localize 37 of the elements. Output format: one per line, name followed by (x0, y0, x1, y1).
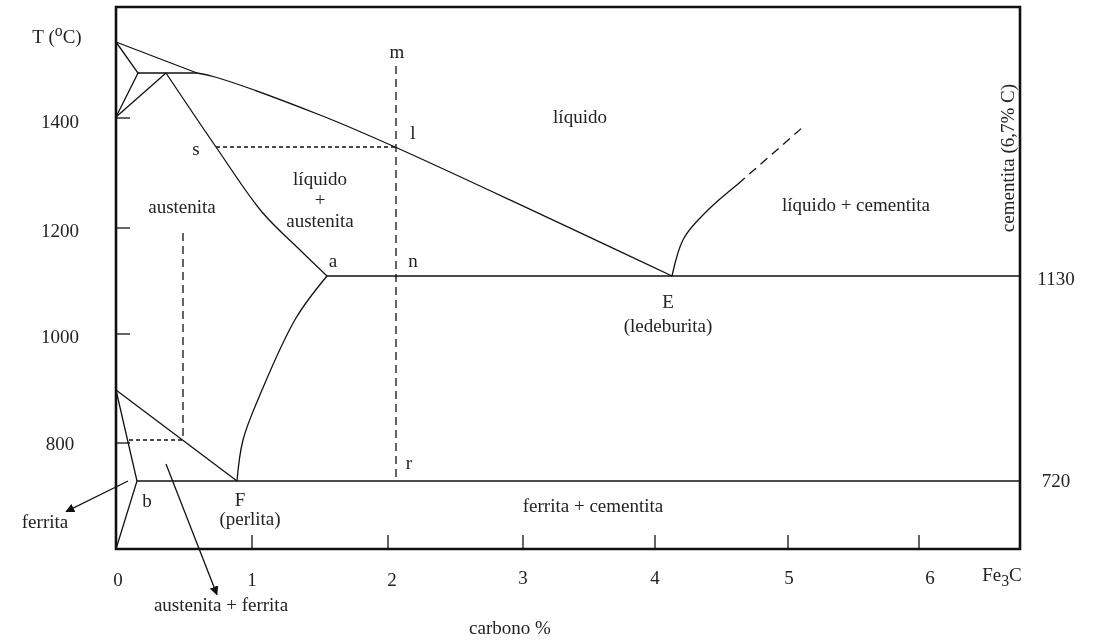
point-label: b (142, 490, 152, 512)
tick-label: 3 (518, 567, 528, 589)
tick-label: 1000 (41, 326, 79, 348)
point-label: E (662, 291, 674, 313)
region-label: austenita + ferrita (153, 594, 289, 616)
point-label: l (410, 122, 416, 144)
region-label: líquido (553, 106, 607, 128)
point-label: n (408, 250, 418, 272)
tick-label: 1200 (41, 220, 79, 242)
region-label: ferrita (21, 511, 69, 533)
point-label: s (192, 138, 200, 160)
tick-label: 5 (784, 567, 794, 589)
point-label: r (405, 452, 413, 474)
region-label: austenita (148, 196, 216, 218)
tick-label: 0 (113, 569, 123, 591)
arrow (65, 480, 129, 513)
axis-label: carbono % (469, 617, 551, 639)
region-label: (ledeburita) (623, 315, 713, 337)
region-label: ferrita + cementita (522, 495, 664, 517)
point-label: a (328, 250, 338, 272)
axis-label: T ($^{o}$C) (32, 21, 82, 49)
region-label: líquido + cementita (782, 194, 930, 216)
axis-label: cementita (6,7% C) (997, 83, 1019, 233)
tick-label: 1130 (1037, 268, 1075, 290)
tick-label: 800 (45, 433, 75, 455)
tick-label: 1 (247, 569, 257, 591)
region-label: líquido + austenita (286, 168, 354, 232)
tick-label: 720 (1041, 470, 1071, 492)
region-label: (perlita) (219, 508, 281, 530)
tick-label: 1400 (41, 111, 79, 133)
point-label: m (389, 41, 405, 63)
axis-label: Fe$_{3}$C (982, 564, 1022, 590)
arrow (165, 463, 219, 596)
point-label: F (234, 489, 246, 511)
tick-label: 4 (650, 567, 660, 589)
tick-label: 2 (387, 569, 397, 591)
tick-label: 6 (925, 567, 935, 589)
